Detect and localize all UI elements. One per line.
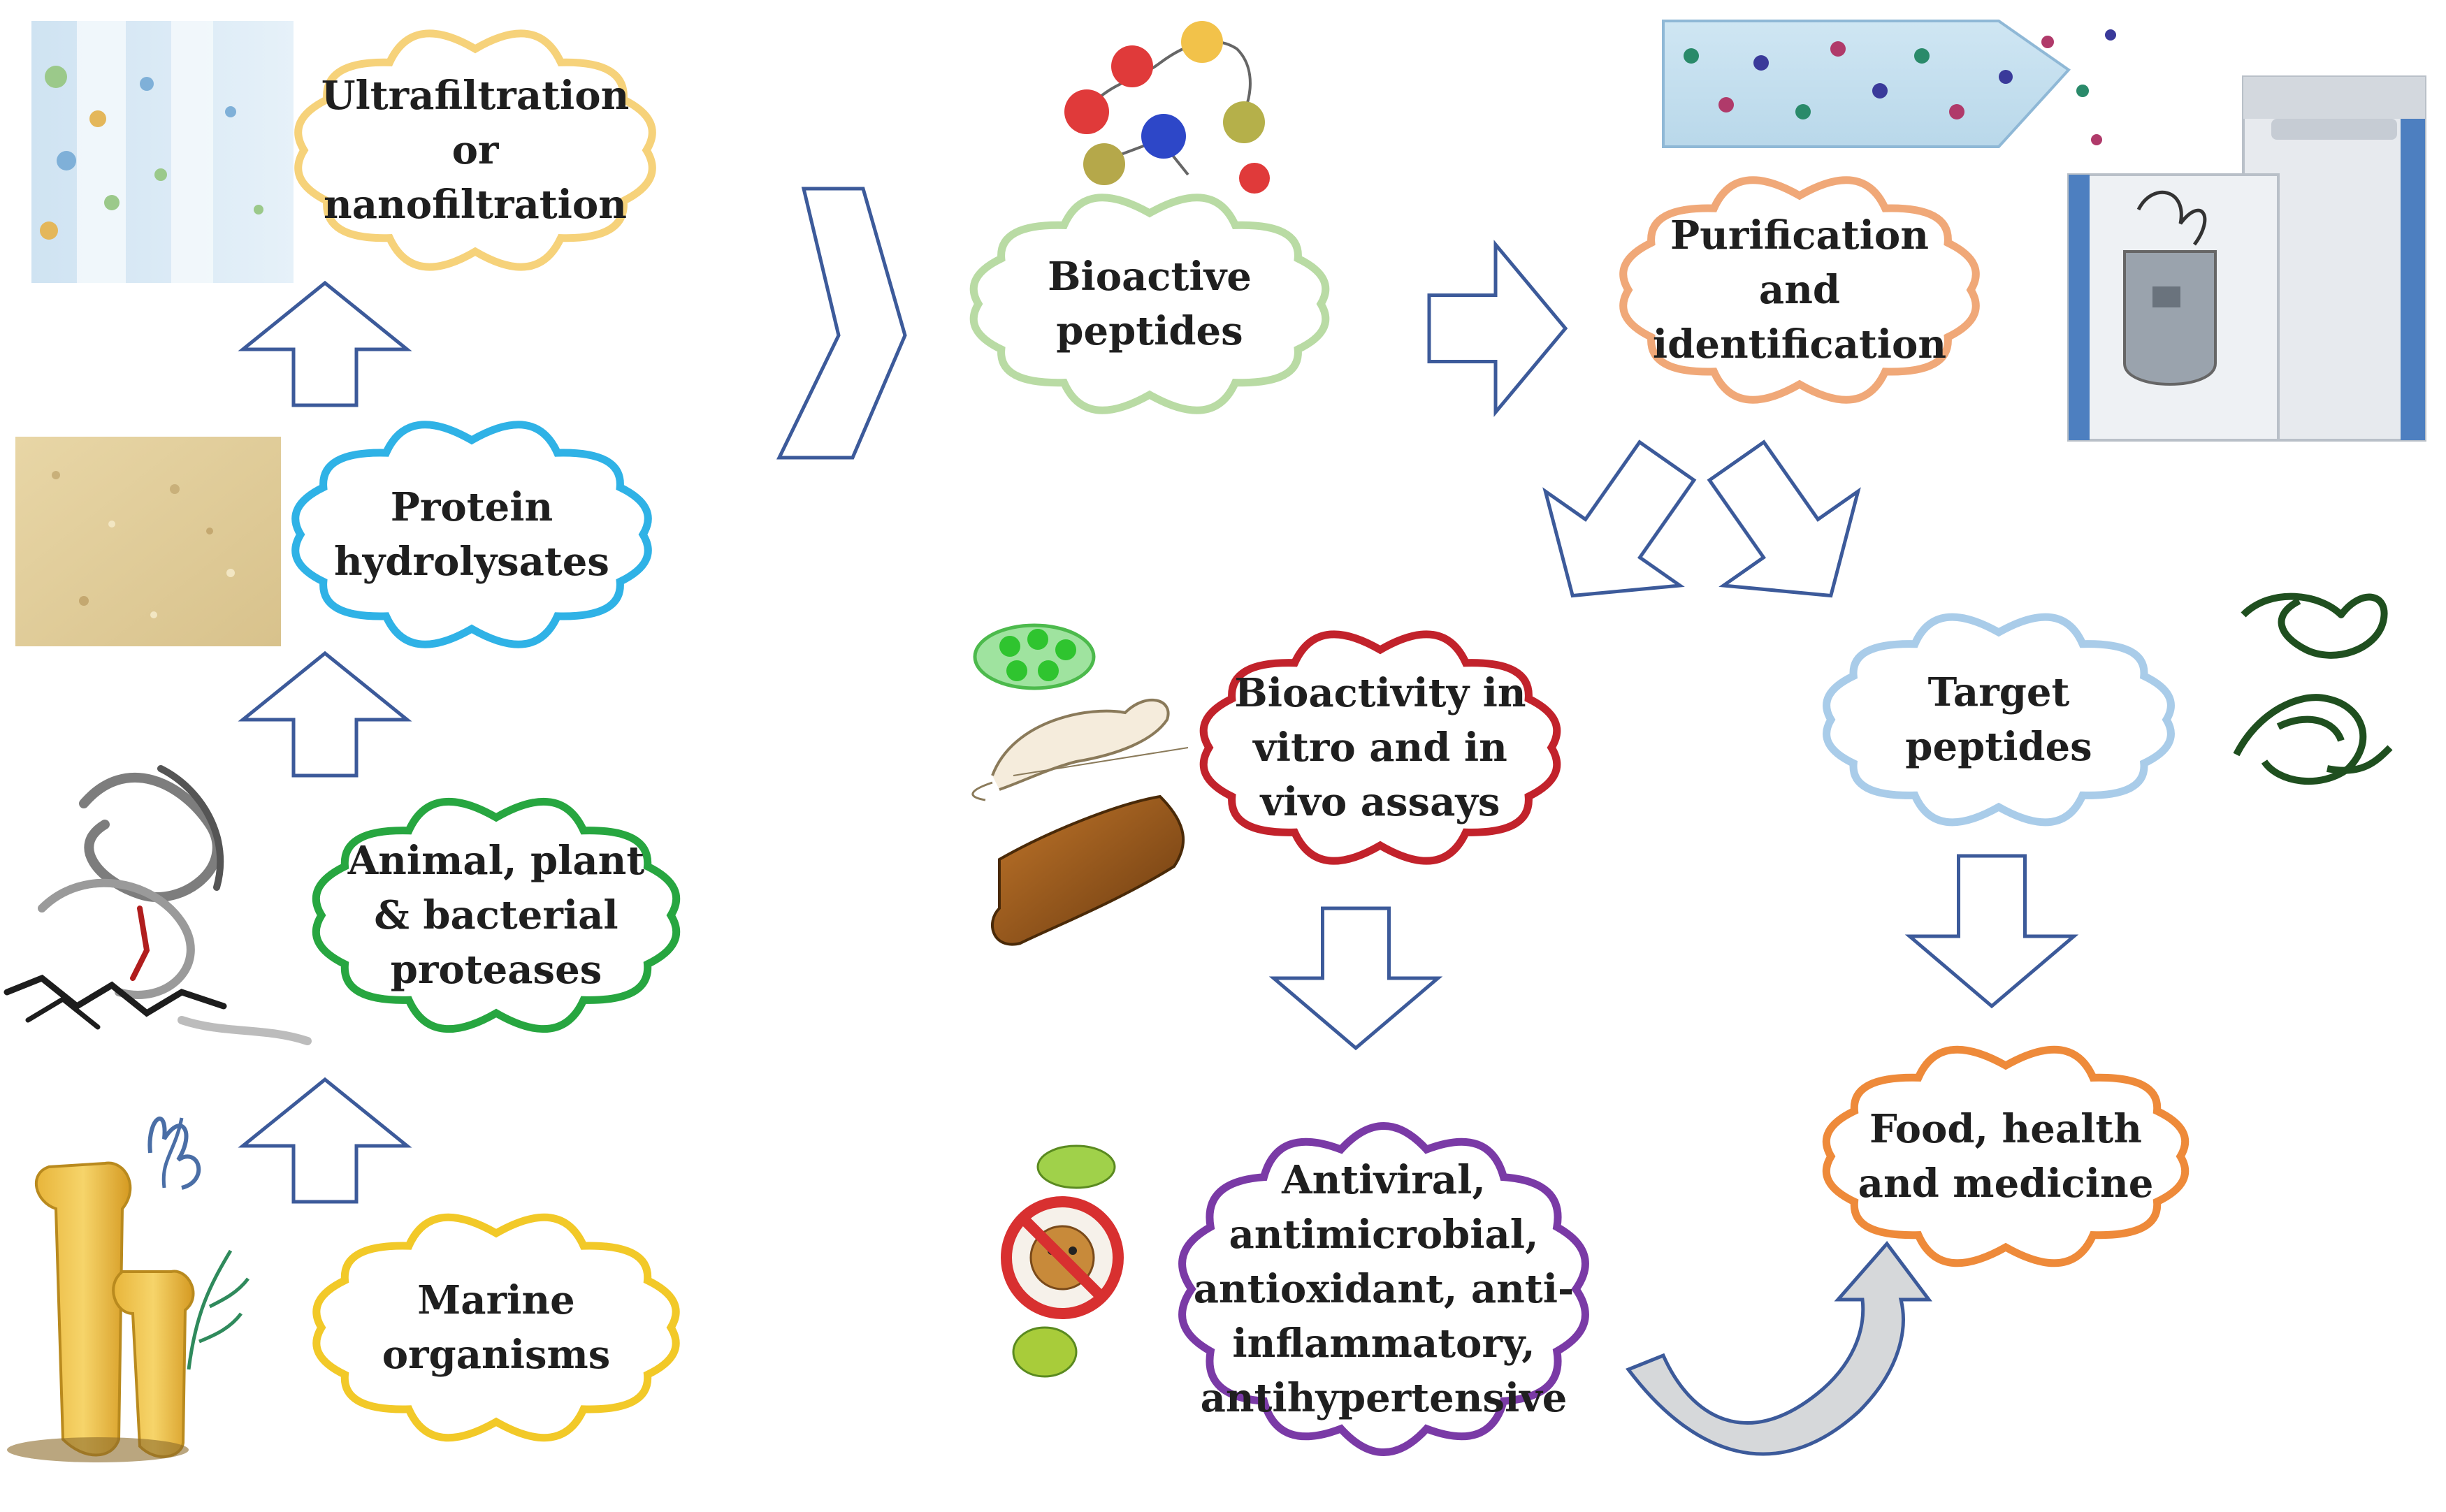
chromatography-column-icon: [1662, 20, 2116, 148]
marine-sponge-image: [7, 1117, 249, 1462]
ultrafiltration-line-2: or: [451, 127, 499, 173]
marine-organisms-label: Marine organisms: [294, 1216, 699, 1439]
lab-rat-and-cell-culture-icon: [971, 623, 1189, 946]
arrow-up-protein-to-filtration: [238, 280, 412, 407]
arrow-up-proteases-to-protein: [238, 650, 412, 778]
protease-structure-image: [3, 765, 312, 1045]
cloud-effects: [1178, 1122, 1589, 1456]
arrow-down-right-to-target: [1707, 439, 1861, 598]
chevron-arrow-to-bioactive: [776, 187, 907, 460]
effects-line-5: antihypertensive: [1200, 1375, 1568, 1421]
bioactive-peptides-label: Bioactive peptides: [950, 196, 1349, 412]
purification-line-3: identification: [1652, 321, 1947, 368]
cloud-protein: [291, 421, 652, 648]
proteases-line-1: Animal, plant: [347, 838, 645, 884]
food-line-2: and medicine: [1858, 1161, 2154, 1207]
target-peptides-label: Target peptides: [1803, 615, 2194, 824]
protein-hydrolysates-label: Protein hydrolysates: [273, 419, 671, 650]
food-health-medicine-label: Food, health and medicine: [1803, 1048, 2208, 1265]
cloud-ultrafiltration: [294, 29, 656, 271]
arrow-down-target-to-food: [1904, 854, 2079, 1009]
effects-line-2: antimicrobial,: [1229, 1212, 1539, 1258]
bioactivity-assays-label: Bioactivity in vitro and in vivo assays: [1181, 629, 1579, 866]
mass-spectrometer-icon: [2067, 75, 2426, 442]
curved-arrow-effects-to-food: [1626, 1241, 1932, 1456]
arrow-down-left-to-bioactivity: [1542, 439, 1697, 598]
cloud-purification: [1619, 176, 1980, 404]
arrow-right-bioactive-to-purification: [1427, 240, 1568, 417]
food-line-1: Food, health: [1869, 1106, 2143, 1152]
proteases-line-2: & bacterial: [374, 892, 618, 938]
clouds-layer: [291, 29, 2190, 1456]
bioactive-line-2: peptides: [1056, 308, 1243, 354]
arrows-layer: [238, 187, 2079, 1456]
purification-label: Purification and identification: [1600, 175, 1999, 405]
protein-line-2: hydrolysates: [334, 539, 609, 585]
marine-line-1: Marine: [417, 1277, 575, 1323]
ultrafiltration-label: Ultrafiltration or nanofiltration: [276, 28, 674, 272]
protein-powder-image: [15, 437, 281, 646]
proteases-label: Animal, plant & bacterial proteases: [294, 797, 699, 1034]
bioactivity-line-2: vitro and in: [1253, 725, 1507, 771]
protein-line-1: Protein: [390, 484, 553, 530]
purification-line-1: Purification: [1670, 212, 1929, 259]
bioactivity-effects-label: Antiviral, antimicrobial, antioxidant, a…: [1160, 1118, 1607, 1460]
cloud-marine: [312, 1213, 680, 1442]
cloud-bioactivity: [1199, 630, 1561, 865]
effects-line-1: Antiviral,: [1282, 1157, 1486, 1203]
ultrafiltration-line-3: nanofiltration: [324, 182, 627, 228]
cloud-food: [1822, 1045, 2190, 1267]
peptide-chain-icon: [2233, 593, 2393, 785]
peptide-molecule-icon: [1064, 21, 1270, 194]
arrow-down-bioactivity-to-effects: [1268, 906, 1443, 1051]
target-line-1: Target: [1927, 669, 2070, 715]
effects-line-3: antioxidant, anti-: [1193, 1266, 1575, 1312]
arrow-up-marine-to-proteases: [238, 1077, 412, 1204]
cloud-bioactive: [969, 194, 1330, 414]
bioactivity-line-1: Bioactivity in: [1234, 670, 1526, 716]
purification-line-2: and: [1758, 267, 1841, 313]
cloud-proteases: [312, 798, 681, 1033]
proteases-line-3: proteases: [390, 947, 602, 993]
ultrafiltration-line-1: Ultrafiltration: [321, 73, 630, 119]
bioactive-line-1: Bioactive: [1048, 254, 1252, 300]
filtration-membrane-image: [31, 21, 294, 283]
cloud-target: [1823, 613, 2175, 827]
marine-line-2: organisms: [382, 1332, 611, 1378]
virus-prohibited-icon: [1001, 1144, 1124, 1378]
bioactivity-line-3: vivo assays: [1260, 779, 1500, 825]
effects-line-4: inflammatory,: [1232, 1321, 1535, 1367]
target-line-2: peptides: [1905, 724, 2092, 770]
